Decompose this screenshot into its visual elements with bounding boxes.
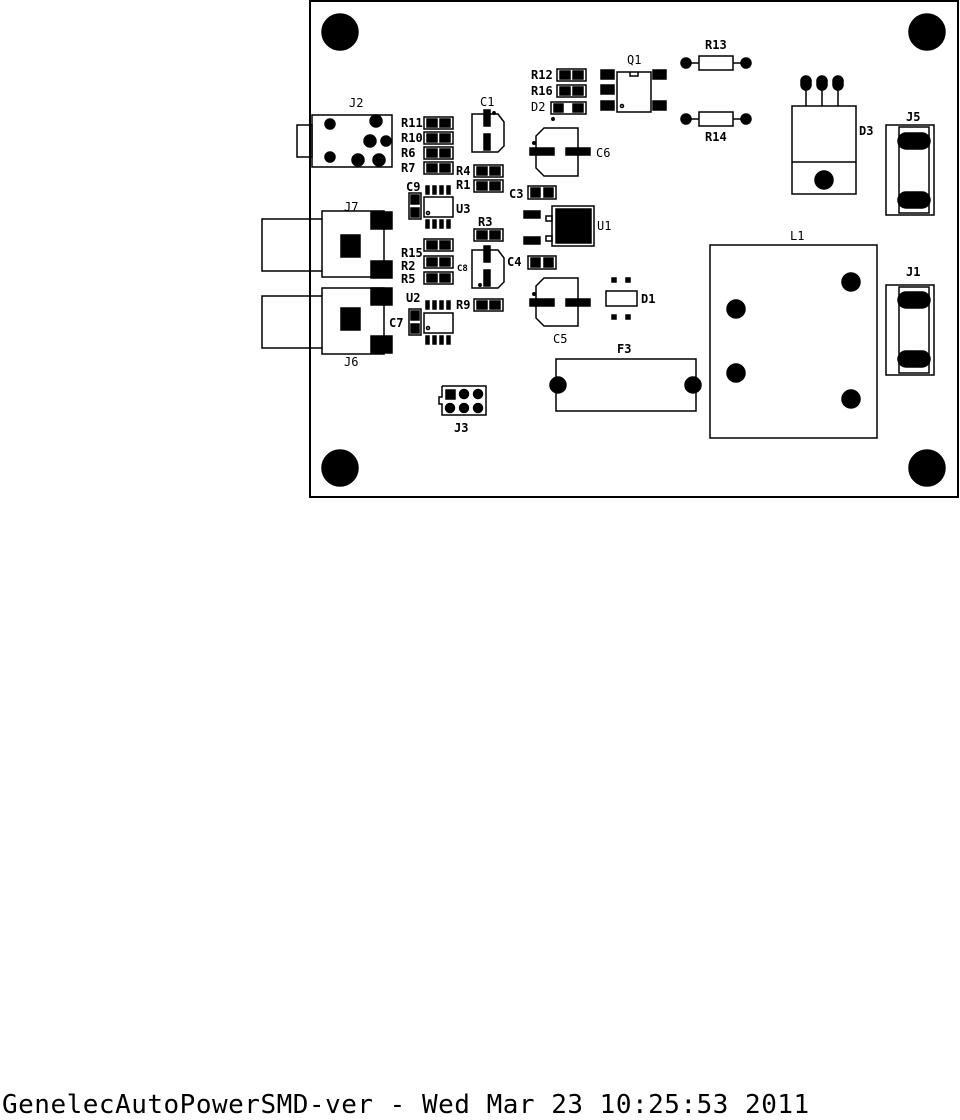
label-r15: R15 [401,246,423,260]
component-u3 [423,185,454,229]
label-j1: J1 [906,265,920,279]
label-r5: R5 [401,272,415,286]
mounting-hole-tl [321,13,359,51]
resistor-pads-r12-r16-d2 [550,68,587,121]
label-u1: U1 [597,219,611,233]
label-r4: R4 [456,164,470,178]
component-c8 [471,245,505,289]
label-j5: J5 [906,110,920,124]
resistor-pads-group-1 [423,116,454,175]
mounting-hole-br [908,449,946,487]
component-c3 [527,185,557,200]
label-r13: R13 [705,38,727,52]
component-c9 [408,192,422,220]
component-j2 [296,114,393,168]
resistor-pads-r4-r1 [473,164,504,193]
resistor-pads-r3 [473,228,504,242]
label-c1: C1 [480,95,494,109]
component-u1 [523,205,595,247]
label-c7: C7 [389,316,403,330]
label-r14: R14 [705,130,727,144]
label-c4: C4 [507,255,521,269]
component-c5 [529,277,591,327]
component-c1 [471,109,505,153]
label-j2: J2 [349,96,363,110]
label-j6: J6 [344,355,358,369]
component-j1 [885,284,935,376]
label-r16: R16 [531,84,553,98]
label-u3: U3 [456,202,470,216]
component-f3 [549,358,702,412]
label-c8: C8 [457,264,468,274]
label-j7: J7 [344,200,358,214]
component-j6 [261,287,393,355]
label-r7: R7 [401,161,415,175]
label-r2: R2 [401,259,415,273]
component-l1 [709,244,878,439]
component-c7 [408,308,422,336]
board-outline [309,0,959,498]
component-c6 [529,127,591,177]
component-c4 [527,255,557,270]
mounting-hole-tr [908,13,946,51]
label-f3: F3 [617,342,631,356]
component-j5 [885,124,935,216]
label-q1: Q1 [627,53,641,67]
label-c3: C3 [509,187,523,201]
component-r14 [680,111,752,127]
mounting-hole-bl [321,449,359,487]
pcb-silkscreen-diagram: J2 J7 J6 R11 R10 R6 R7 C9 U3 R4 R1 R3 C1… [261,0,959,498]
component-q1 [600,69,667,113]
label-r9: R9 [456,298,470,312]
label-r6: R6 [401,146,415,160]
label-d2: D2 [531,100,545,114]
label-r12: R12 [531,68,553,82]
label-c6: C6 [596,146,610,160]
component-d1 [605,277,638,320]
label-r1: R1 [456,178,470,192]
label-d3: D3 [859,124,873,138]
label-l1: L1 [790,229,804,243]
component-j7 [261,210,393,279]
resistor-pads-group-2 [423,238,454,285]
label-r3: R3 [478,215,492,229]
label-c9: C9 [406,180,420,194]
component-r13 [680,55,752,71]
label-r10: R10 [401,131,423,145]
component-d3 [791,75,857,195]
label-r11: R11 [401,116,423,130]
label-d1: D1 [641,292,655,306]
component-j3 [438,385,487,416]
label-c5: C5 [553,332,567,346]
resistor-pads-r9 [473,298,504,312]
component-u2 [423,300,454,345]
footer-caption: GenelecAutoPowerSMD-ver - Wed Mar 23 10:… [2,1090,810,1120]
label-u2: U2 [406,291,420,305]
label-j3: J3 [454,421,468,435]
